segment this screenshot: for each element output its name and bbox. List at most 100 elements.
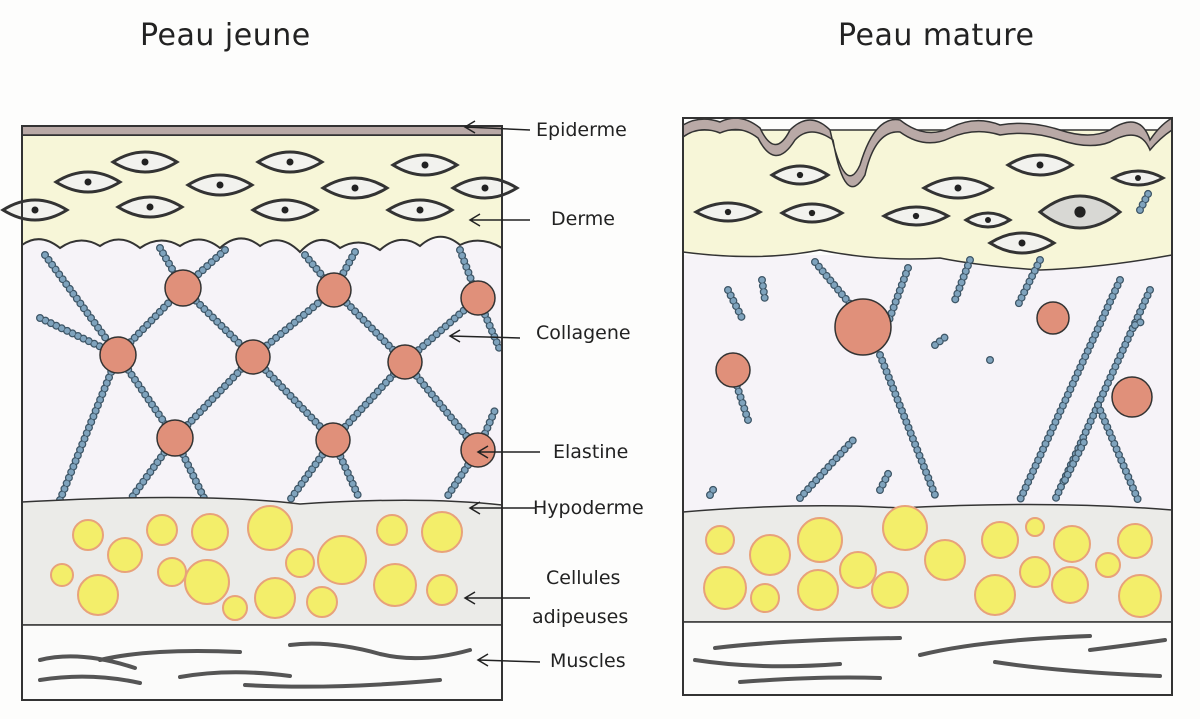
label-cellules: Cellules [546,567,621,589]
young-skin-panel [0,125,520,701]
cell-nucleus [351,184,359,192]
young-muscle-zone [21,624,503,701]
label-elastine: Elastine [553,441,629,463]
cell-nucleus [421,161,429,169]
muscle-fiber [243,678,442,689]
cell-nucleus [281,206,289,214]
fat-cell [1118,574,1162,618]
arrow-epiderme [463,120,531,134]
fat-cell [421,511,463,553]
muscle-fiber [38,674,142,685]
fat-cell [107,537,143,573]
fat-cell [1019,556,1051,588]
collagen-fiber [1015,257,1043,308]
fat-cell [191,513,229,551]
fat-cell [797,517,843,563]
cell-nucleus [808,209,816,217]
cell-nucleus [481,184,489,192]
cell-nucleus [416,206,424,214]
collagen-fiber [57,352,121,503]
muscle-fiber [288,641,472,661]
fat-cell [705,525,735,555]
young-epiderme [21,125,503,136]
muscle-fiber [178,670,292,679]
collagen-fiber [797,435,858,501]
collagen-fiber [952,257,973,303]
fat-cell [750,583,780,613]
elastin-node [387,344,423,380]
muscle-fiber [738,675,882,684]
fat-cell [882,505,928,551]
cell-nucleus [796,171,804,179]
elastin-node [460,280,496,316]
fat-cell [981,521,1019,559]
fat-cell [72,519,104,551]
elastin-node [315,422,351,458]
label-muscles: Muscles [550,650,626,672]
label-collagene: Collagene [536,322,631,344]
fat-cell [426,574,458,606]
collagen-fiber [759,277,768,303]
elastin-node [460,432,496,468]
arrow-cellules [463,591,530,605]
cell-nucleus [1036,161,1044,169]
collagen-fiber [707,482,719,498]
label-hypoderme: Hypoderme [533,497,644,519]
fat-cell [306,586,338,618]
collagen-fiber [1132,317,1148,328]
cell-nucleus [724,208,732,216]
elastin-node [99,336,137,374]
cell-nucleus [216,181,224,189]
cell-nucleus [146,203,154,211]
fat-cell [1025,517,1045,537]
elastin-node [715,352,751,388]
fat-cell [373,563,417,607]
fat-cell [974,574,1016,616]
muscle-fiber [98,649,242,662]
label-arrows [448,120,541,667]
cell-nucleus [1135,175,1141,181]
fat-cell [1117,523,1153,559]
elastin-node [316,272,352,308]
fat-cell [749,534,791,576]
label-epiderme: Epiderme [536,119,627,141]
cell-nucleus [31,206,39,214]
fat-cell [797,569,839,611]
elastin-node [164,269,202,307]
fat-cell [285,548,315,578]
muscle-fiber [993,660,1162,678]
fat-cell [871,571,909,609]
collagen-fiber [987,353,996,363]
fat-cell [157,557,187,587]
cell-nucleus [84,178,92,186]
cell-nucleus [141,158,149,166]
fat-cell [247,505,293,551]
arrow-collagene [448,329,521,343]
collagen-fiber [932,332,951,348]
fat-cell [317,535,367,585]
arrow-muscles [476,653,541,667]
collagen-fiber [725,287,745,321]
elastin-node [834,298,892,356]
cell-nucleus [954,184,962,192]
muscle-fiber [693,658,842,669]
muscle-fiber [1088,638,1167,652]
collagen-fiber [877,352,938,498]
title-young-skin: Peau jeune [140,18,311,53]
collagen-fiber [1137,187,1153,213]
fat-cell [1095,552,1121,578]
arrow-derme [468,213,530,227]
arrow-elastine [476,445,540,459]
mature-muscle-zone [682,621,1173,696]
muscle-fiber [713,636,902,650]
fat-cell [1053,525,1091,563]
collagen-fiber [402,359,481,453]
collagen-fiber [1062,437,1088,483]
collagen-fiber [1095,402,1141,503]
fat-cell [184,559,230,605]
cell-nucleus [286,158,294,166]
fat-cell [839,551,877,589]
fat-cell [222,595,248,621]
fat-cell [703,566,747,610]
